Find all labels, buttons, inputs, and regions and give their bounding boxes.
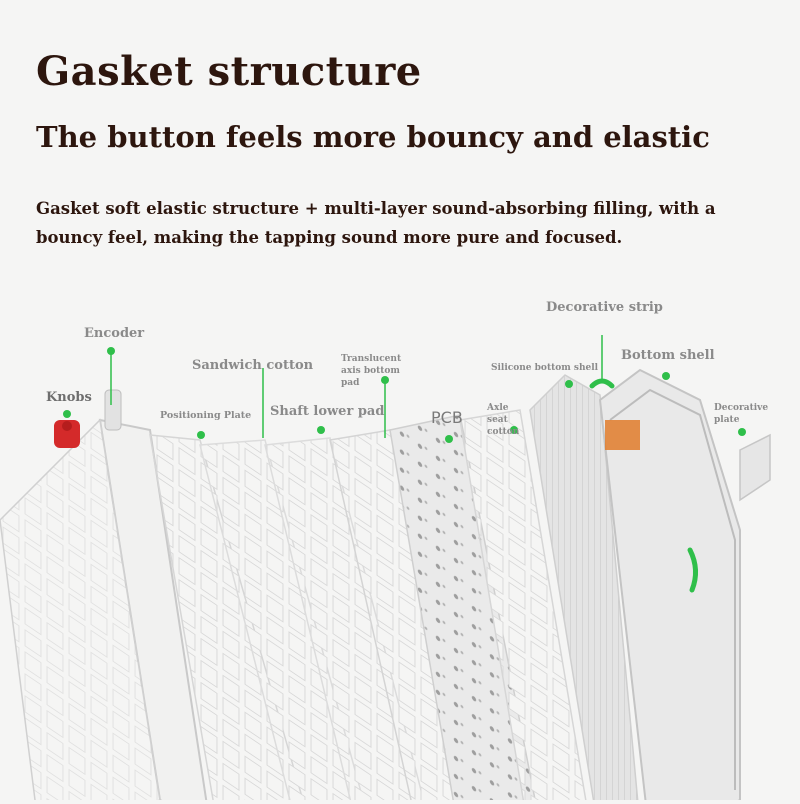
label-sandwich-cotton: Sandwich cotton	[192, 358, 314, 373]
transparent-case-layer	[0, 389, 208, 804]
positioning-plate-layer	[149, 434, 305, 804]
knob-part	[54, 420, 80, 448]
label-silicone-bottom-shell: Silicone bottom shell	[491, 363, 599, 373]
page-description: Gasket soft elastic structure + multi-la…	[36, 199, 716, 247]
page-subtitle: The button feels more bouncy and elastic	[36, 120, 710, 154]
pcb-layer	[389, 414, 537, 804]
marker-dots	[63, 347, 746, 443]
label-encoder: Encoder	[84, 326, 145, 341]
shaft-lower-pad-layer	[264, 437, 426, 804]
keyboard-layers-illustration	[0, 335, 771, 804]
label-decorative-strip: Decorative strip	[546, 300, 663, 315]
label-bottom-shell: Bottom shell	[621, 348, 715, 363]
label-decorative-plate: Decorative plate	[714, 403, 769, 425]
bottom-shell-layer	[598, 368, 741, 804]
leader-lines	[110, 335, 603, 438]
label-translucent-axis-bottom-pad: Translucent axis bottom pad	[341, 354, 402, 388]
label-axle-seat-cotton: Axle seat cotton	[487, 403, 520, 437]
translucent-pad-layer	[329, 429, 467, 804]
label-shaft-lower-pad: Shaft lower pad	[270, 404, 385, 419]
label-positioning-plate: Positioning Plate	[160, 410, 252, 421]
exploded-keyboard-diagram: Encoder Knobs Positioning Plate Sandwich…	[0, 280, 800, 804]
label-knobs: Knobs	[46, 390, 92, 405]
label-pcb: PCB	[431, 408, 463, 427]
axle-seat-cotton-layer	[459, 409, 588, 804]
page-title: Gasket structure	[36, 48, 422, 95]
sandwich-cotton-layer	[199, 439, 366, 804]
decorative-strip-part	[589, 378, 615, 389]
silicone-bottom-shell-layer	[529, 374, 639, 804]
decorative-plate-layer	[739, 433, 771, 502]
